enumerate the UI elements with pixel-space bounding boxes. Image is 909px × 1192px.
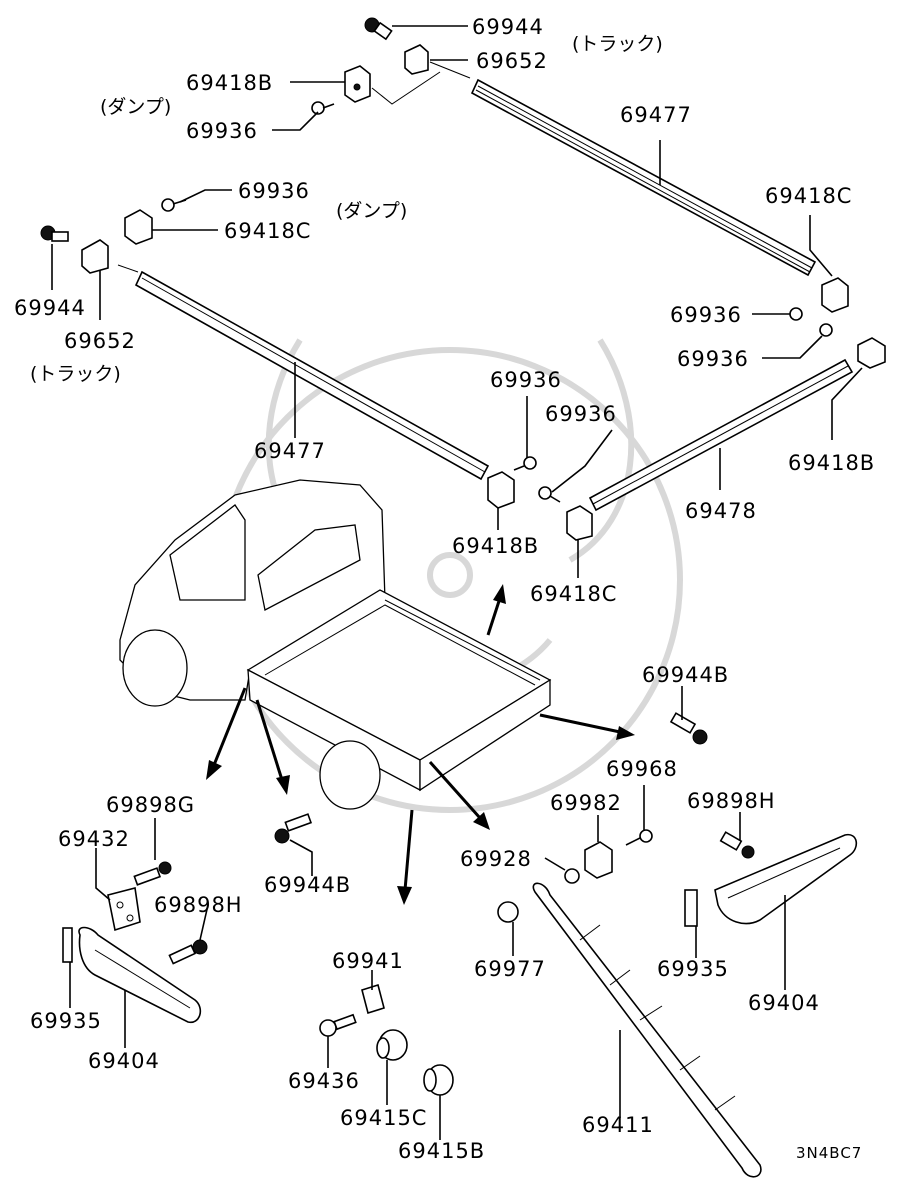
bolt-69944-top[interactable]	[364, 17, 393, 41]
screw-69968[interactable]	[625, 829, 653, 846]
bolt-69436[interactable]	[319, 1013, 357, 1037]
clip-69652-left[interactable]	[81, 239, 109, 274]
note-track-top: (トラック)	[572, 33, 663, 55]
label-69944-top[interactable]: 69944	[472, 15, 544, 39]
label-69415C[interactable]: 69415C	[340, 1106, 427, 1130]
label-69418C-mid[interactable]: 69418C	[530, 582, 617, 606]
hook-69404-left[interactable]	[78, 926, 202, 1024]
label-69944B-left[interactable]: 69944B	[264, 873, 351, 897]
block-69418C-mid[interactable]	[566, 505, 593, 541]
label-69652-top[interactable]: 69652	[476, 49, 548, 73]
bolt-69944B-right[interactable]	[669, 712, 708, 745]
clip-69652-top[interactable]	[404, 44, 429, 75]
label-69418B-top[interactable]: 69418B	[186, 71, 273, 95]
label-69415B[interactable]: 69415B	[398, 1139, 485, 1163]
screw-69936-right2[interactable]	[819, 323, 833, 337]
label-69944-left[interactable]: 69944	[14, 296, 86, 320]
label-69418C-right[interactable]: 69418C	[765, 184, 852, 208]
bolt-69898H-right[interactable]	[719, 831, 755, 859]
label-69898H-left[interactable]: 69898H	[154, 893, 243, 917]
part-labels: 69944 69652 (トラック) 69418B (ダンプ) 69936 69…	[14, 15, 875, 1163]
note-dump-left: (ダンプ)	[336, 200, 407, 222]
screw-69936-mid1[interactable]	[513, 456, 537, 471]
screw-69936-top[interactable]	[311, 101, 335, 115]
label-69936-right1[interactable]: 69936	[670, 303, 742, 327]
label-69404-left[interactable]: 69404	[88, 1049, 160, 1073]
label-69936-mid2[interactable]: 69936	[545, 402, 617, 426]
label-69652-left[interactable]: 69652	[64, 329, 136, 353]
block-69418B-mid[interactable]	[487, 471, 515, 509]
hook-69404-right[interactable]	[714, 833, 858, 925]
pin-69935-right[interactable]	[684, 889, 698, 927]
label-69418B-mid[interactable]: 69418B	[452, 534, 539, 558]
plate-69432[interactable]	[107, 887, 141, 932]
block-69418B-right[interactable]	[857, 337, 886, 369]
label-69935-right[interactable]: 69935	[657, 957, 729, 981]
screw-69936-mid2[interactable]	[538, 486, 561, 503]
rail-69477-left[interactable]	[134, 270, 490, 481]
dashline-top-2	[429, 61, 471, 79]
strap-69411[interactable]	[532, 882, 762, 1178]
diagram-code: 3N4BC7	[796, 1144, 862, 1162]
truck-body	[119, 479, 552, 810]
label-69477-left[interactable]: 69477	[254, 439, 326, 463]
label-69436[interactable]: 69436	[288, 1069, 360, 1093]
bracket-69982[interactable]	[584, 841, 613, 879]
block-69418B-top[interactable]	[344, 65, 371, 103]
dashline-top	[371, 71, 441, 105]
nut-69977[interactable]	[497, 901, 519, 923]
screw-69936-left[interactable]	[161, 198, 187, 212]
label-69977[interactable]: 69977	[474, 957, 546, 981]
label-69936-mid1[interactable]: 69936	[490, 368, 562, 392]
bolt-69944-left[interactable]	[40, 225, 69, 242]
label-69936-right2[interactable]: 69936	[677, 347, 749, 371]
note-track-left: (トラック)	[30, 363, 121, 385]
label-69936-top[interactable]: 69936	[186, 119, 258, 143]
label-69418C-left[interactable]: 69418C	[224, 219, 311, 243]
clip-69941[interactable]	[361, 983, 385, 1015]
bumper-69415B[interactable]	[423, 1064, 454, 1096]
pointer-arrows	[206, 584, 635, 905]
label-69477-top[interactable]: 69477	[620, 103, 692, 127]
bumper-69415C[interactable]	[376, 1029, 408, 1061]
dashline-left	[117, 264, 139, 273]
rail-69478[interactable]	[588, 358, 854, 512]
bolt-69898G[interactable]	[133, 861, 172, 886]
label-69944B-right[interactable]: 69944B	[642, 663, 729, 687]
bolt-69898H-left[interactable]	[168, 939, 208, 965]
rail-69477-top[interactable]	[470, 78, 817, 277]
label-69898H-right[interactable]: 69898H	[687, 789, 776, 813]
label-69968[interactable]: 69968	[606, 757, 678, 781]
label-69941[interactable]: 69941	[332, 949, 404, 973]
label-69478[interactable]: 69478	[685, 499, 757, 523]
label-69898G[interactable]: 69898G	[106, 793, 195, 817]
block-69418C-left[interactable]	[124, 209, 153, 245]
bolt-69944B-left[interactable]	[274, 813, 313, 844]
pin-69935-left[interactable]	[62, 927, 73, 963]
label-69404-right[interactable]: 69404	[748, 991, 820, 1015]
label-69411[interactable]: 69411	[582, 1113, 654, 1137]
label-69936-left[interactable]: 69936	[238, 179, 310, 203]
label-69928[interactable]: 69928	[460, 847, 532, 871]
leader-lines	[51, 25, 863, 1140]
label-69418B-right[interactable]: 69418B	[788, 451, 875, 475]
block-69418C-right[interactable]	[821, 277, 849, 313]
note-dump-top: (ダンプ)	[100, 96, 171, 118]
label-69935-left[interactable]: 69935	[30, 1009, 102, 1033]
label-69982[interactable]: 69982	[550, 791, 622, 815]
nut-69928[interactable]	[564, 868, 580, 884]
label-69432[interactable]: 69432	[58, 827, 130, 851]
screw-69936-right1[interactable]	[789, 307, 803, 321]
